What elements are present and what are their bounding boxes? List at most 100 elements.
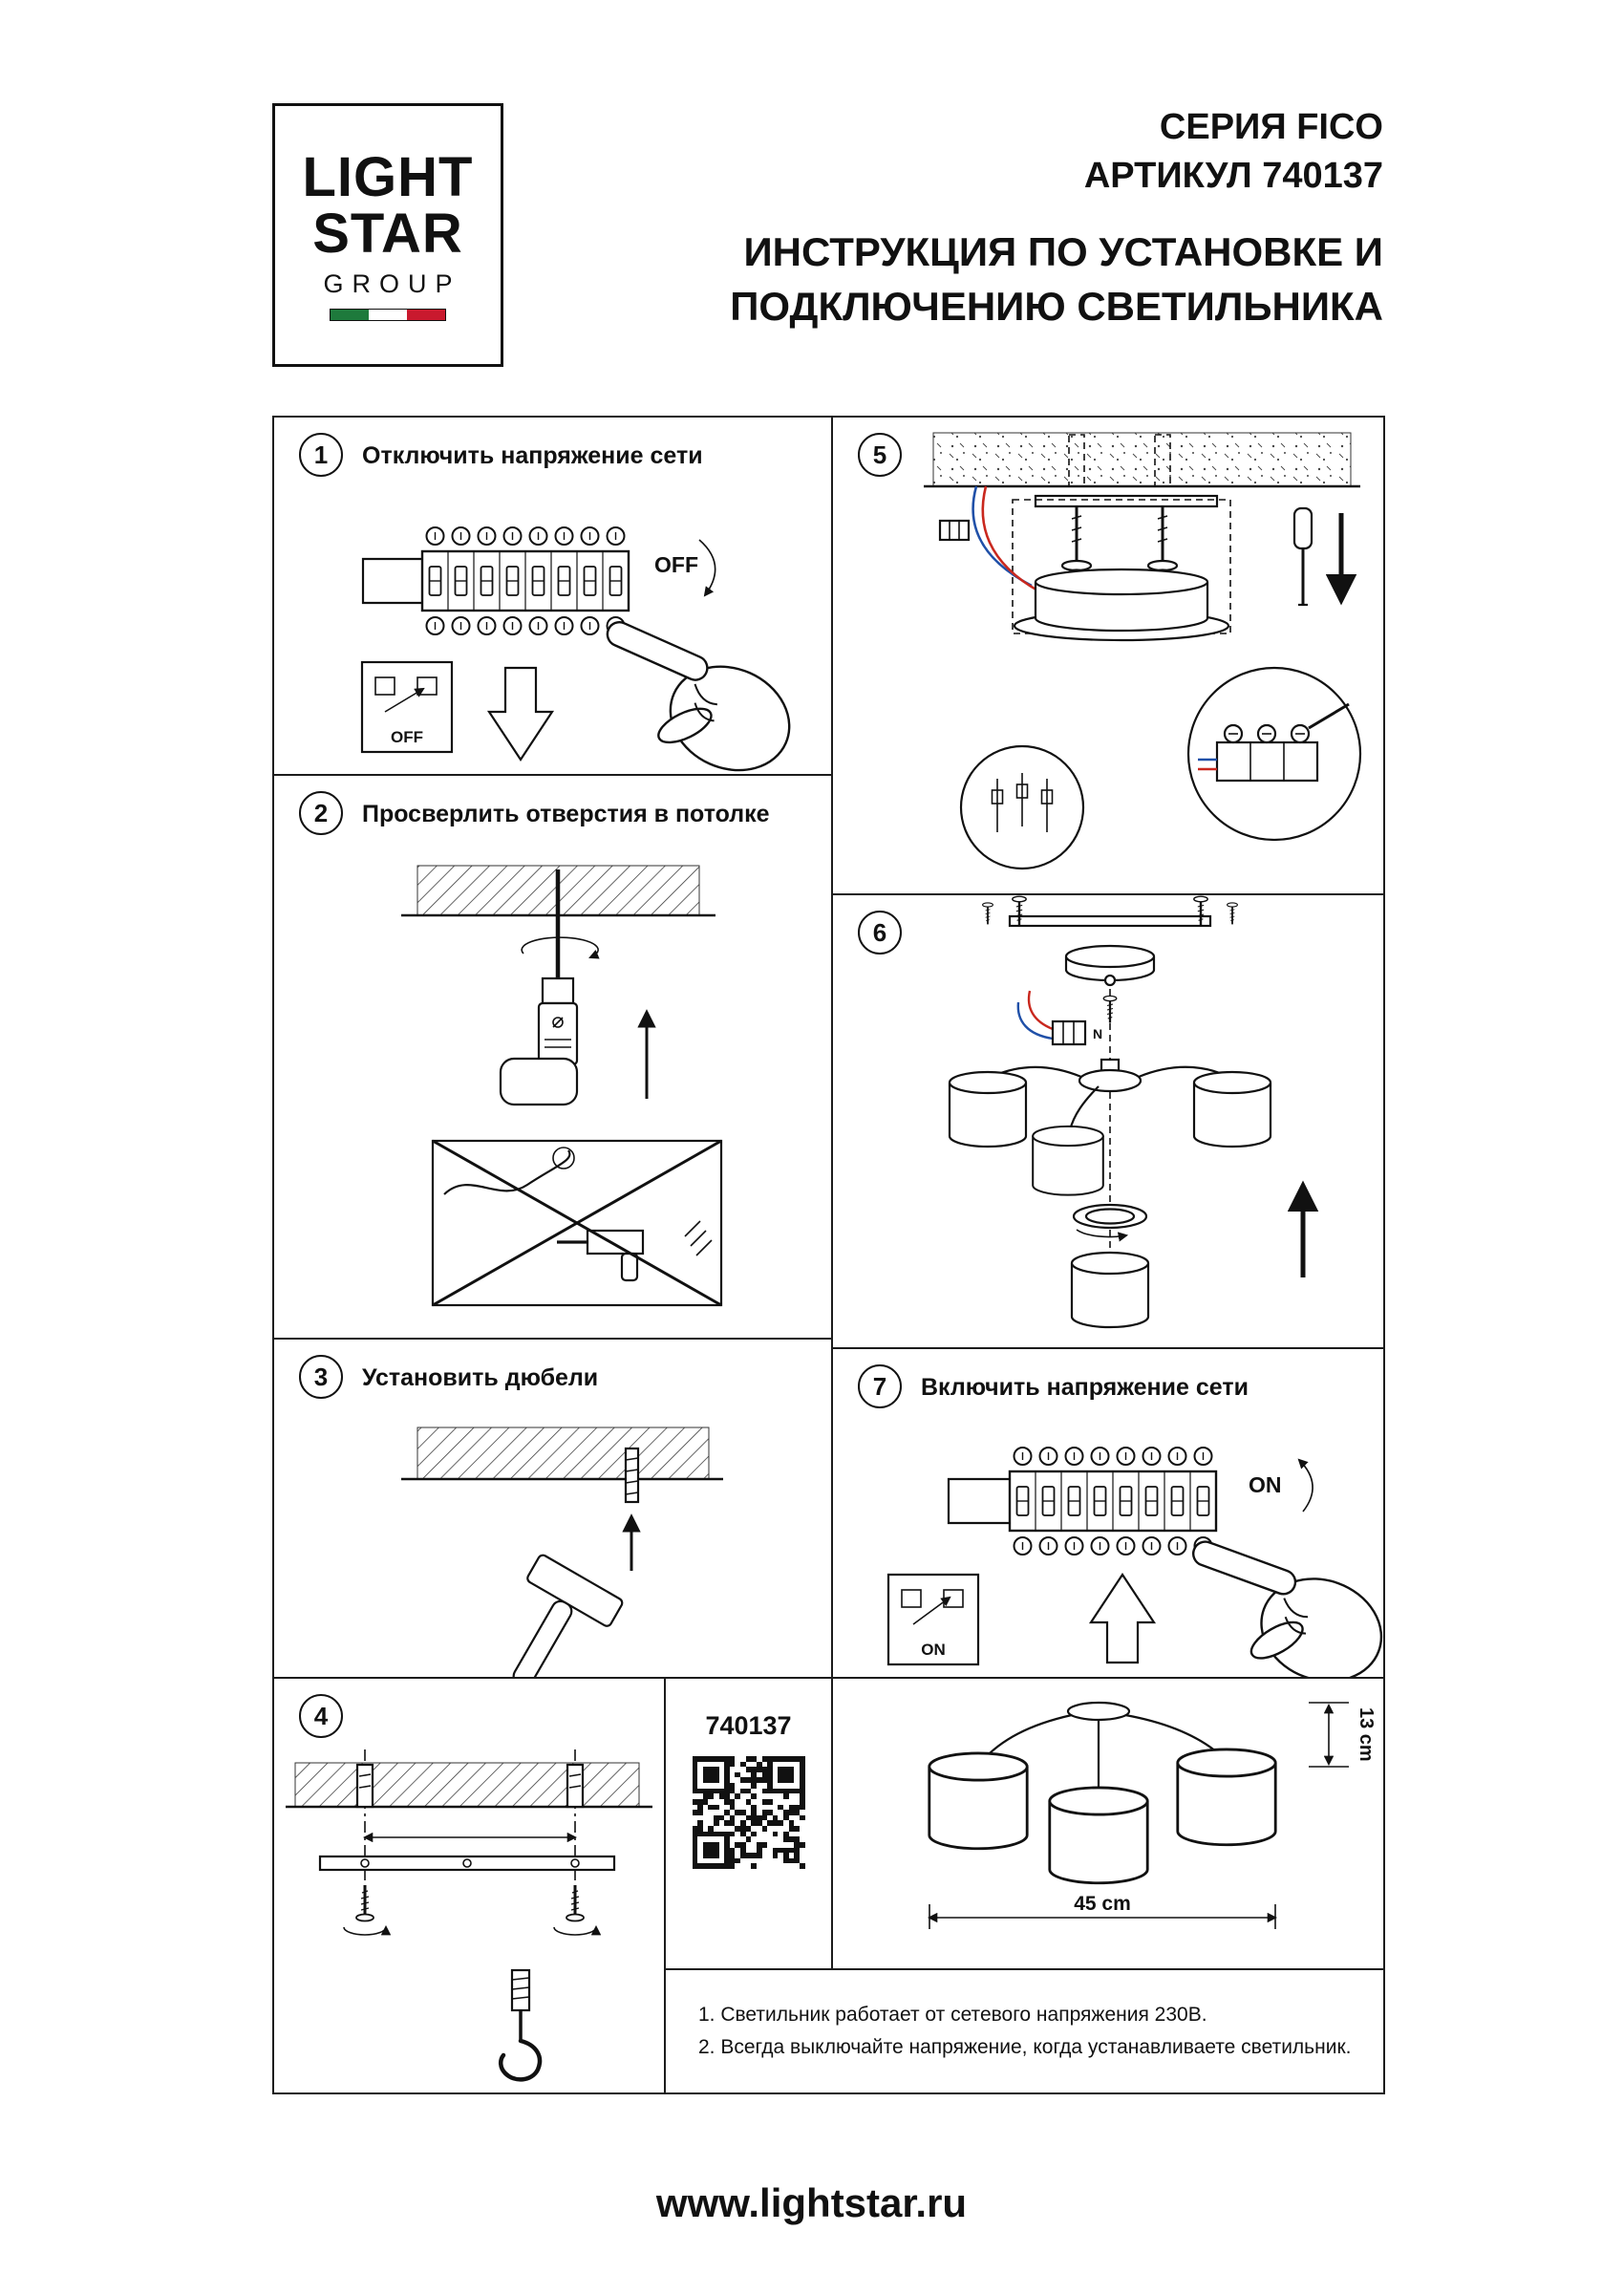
mounting-bracket bbox=[318, 1855, 616, 1872]
panel-step-7: 7 Включить напряжение сети ON ON bbox=[831, 1347, 1385, 1679]
shade-left bbox=[948, 1070, 1028, 1148]
screw-left bbox=[354, 1883, 375, 1922]
step-1-label: Отключить напряжение сети bbox=[362, 442, 703, 469]
step-3-number: 3 bbox=[299, 1355, 343, 1399]
ceiling-concrete bbox=[924, 432, 1360, 488]
wire-prep-detail bbox=[959, 744, 1085, 870]
screw-right bbox=[1146, 506, 1179, 578]
note-2: 2. Всегда выключайте напряжение, когда у… bbox=[698, 2036, 1352, 2058]
arm-front bbox=[1068, 1085, 1100, 1131]
lamp-dimensions-cell: 45 cm 13 cm bbox=[831, 1677, 1385, 1970]
hook-icon bbox=[499, 1968, 543, 2082]
on-switch-icon: ON bbox=[886, 1573, 980, 1666]
step-3-label: Установить дюбели bbox=[362, 1364, 599, 1391]
wires bbox=[938, 485, 1040, 593]
logo-group: GROUP bbox=[323, 269, 461, 299]
page-title-line2: ПОДКЛЮЧЕНИЮ СВЕТИЛЬНИКА bbox=[730, 283, 1383, 329]
height-label: 13 cm bbox=[1356, 1707, 1377, 1762]
page-title-line1: ИНСТРУКЦИЯ ПО УСТАНОВКЕ И bbox=[743, 229, 1383, 274]
panel-step-5: 5 bbox=[831, 416, 1385, 895]
width-label: 45 cm bbox=[1074, 1893, 1131, 1915]
rotate-arrow bbox=[1297, 1458, 1313, 1513]
hand-icon bbox=[1163, 1532, 1383, 1679]
canopy bbox=[1064, 944, 1156, 987]
step-6-number: 6 bbox=[858, 911, 902, 955]
shade-right bbox=[1176, 1748, 1277, 1847]
circuit-breaker bbox=[947, 1447, 1218, 1556]
height-dimension: 13 cm bbox=[1309, 1702, 1377, 1768]
lamp-dimensions-illustration: 45 cm 13 cm bbox=[927, 1701, 1377, 1929]
panel-step-1: 1 Отключить напряжение сети OFF OFF bbox=[272, 416, 833, 776]
panel-step-6: 6 N bbox=[831, 893, 1385, 1349]
mounting-illustration bbox=[924, 432, 1362, 870]
up-arrow bbox=[1088, 1573, 1157, 1664]
hand-icon bbox=[571, 612, 807, 773]
qr-cell: 740137 bbox=[664, 1677, 833, 1970]
bracket-illustration bbox=[286, 1749, 652, 2082]
note-1: 1. Светильник работает от сетевого напря… bbox=[698, 2004, 1207, 2026]
ceiling-hatch bbox=[401, 1427, 723, 1481]
assembly-illustration: N bbox=[948, 895, 1319, 1329]
wire-connector: N bbox=[1016, 990, 1102, 1046]
circuit-breaker bbox=[361, 526, 630, 635]
ring bbox=[1072, 1203, 1148, 1242]
shade-right bbox=[1192, 1070, 1272, 1148]
article-number: 740137 bbox=[705, 1711, 792, 1740]
shade-front bbox=[1032, 1125, 1104, 1196]
rotate-arrow-right bbox=[553, 1924, 602, 1936]
dowel-illustration bbox=[401, 1427, 723, 1679]
off-icon-label: OFF bbox=[391, 728, 423, 746]
step-2-number: 2 bbox=[299, 791, 343, 835]
dowel-right bbox=[1154, 434, 1171, 487]
logo-light: LIGHT bbox=[302, 145, 474, 208]
anchor-left bbox=[355, 1763, 374, 1809]
ceiling-hatch bbox=[286, 1762, 652, 1809]
on-label: ON bbox=[1249, 1472, 1282, 1497]
panel-step-3: 3 Установить дюбели bbox=[272, 1338, 833, 1679]
wire-connector bbox=[938, 519, 971, 542]
header: СЕРИЯ FICO АРТИКУЛ 740137 ИНСТРУКЦИЯ ПО … bbox=[669, 107, 1383, 333]
logo-star: STAR bbox=[312, 203, 463, 265]
mounting-bar bbox=[981, 895, 1239, 928]
panel-step-2: 2 Просверлить отверстия в потолке bbox=[272, 774, 833, 1340]
off-switch-icon: OFF bbox=[360, 660, 454, 754]
lightstar-logo: LIGHT STAR GROUP bbox=[272, 103, 503, 367]
anchor-right bbox=[566, 1763, 585, 1809]
terminal-detail-large bbox=[1186, 666, 1362, 842]
neutral-label: N bbox=[1093, 1026, 1102, 1041]
panel-step-4: 4 bbox=[272, 1677, 666, 2094]
breaker-off-illustration: OFF OFF bbox=[360, 526, 807, 773]
qr-code bbox=[692, 1756, 805, 1869]
drill-icon bbox=[499, 869, 600, 1106]
step-2-label: Просверлить отверстия в потолке bbox=[362, 801, 770, 827]
down-arrow bbox=[486, 666, 555, 762]
step-5-number: 5 bbox=[858, 433, 902, 477]
hub bbox=[1078, 1058, 1143, 1093]
step-7-label: Включить напряжение сети bbox=[921, 1374, 1249, 1401]
page-title: ИНСТРУКЦИЯ ПО УСТАНОВКЕ И ПОДКЛЮЧЕНИЮ СВ… bbox=[669, 225, 1383, 333]
screw-left bbox=[1060, 506, 1093, 578]
dowel-icon bbox=[624, 1447, 640, 1504]
drilling-illustration bbox=[401, 865, 723, 1307]
step-1-number: 1 bbox=[299, 433, 343, 477]
notes-cell: 1. Светильник работает от сетевого напря… bbox=[664, 1968, 1385, 2094]
rotate-arrow-left bbox=[343, 1924, 392, 1936]
italy-flag-icon bbox=[330, 309, 446, 322]
shade-center bbox=[1048, 1786, 1149, 1885]
fixture-front-view bbox=[928, 1701, 1277, 1885]
center-screw bbox=[1102, 995, 1118, 1024]
step-7-number: 7 bbox=[858, 1364, 902, 1408]
series-title: СЕРИЯ FICO bbox=[1159, 107, 1383, 147]
article-title: АРТИКУЛ 740137 bbox=[1083, 156, 1383, 196]
rotate-arrow bbox=[698, 539, 716, 597]
off-label: OFF bbox=[654, 552, 698, 577]
website-url: www.lightstar.ru bbox=[655, 2180, 968, 2225]
shade-left bbox=[928, 1751, 1029, 1851]
screw-right bbox=[565, 1883, 586, 1922]
hammer-icon bbox=[512, 1554, 624, 1679]
warning-no-drill bbox=[431, 1139, 723, 1307]
step-4-number: 4 bbox=[299, 1694, 343, 1738]
canopy bbox=[1013, 568, 1230, 642]
screwdriver-icon bbox=[1292, 506, 1313, 607]
